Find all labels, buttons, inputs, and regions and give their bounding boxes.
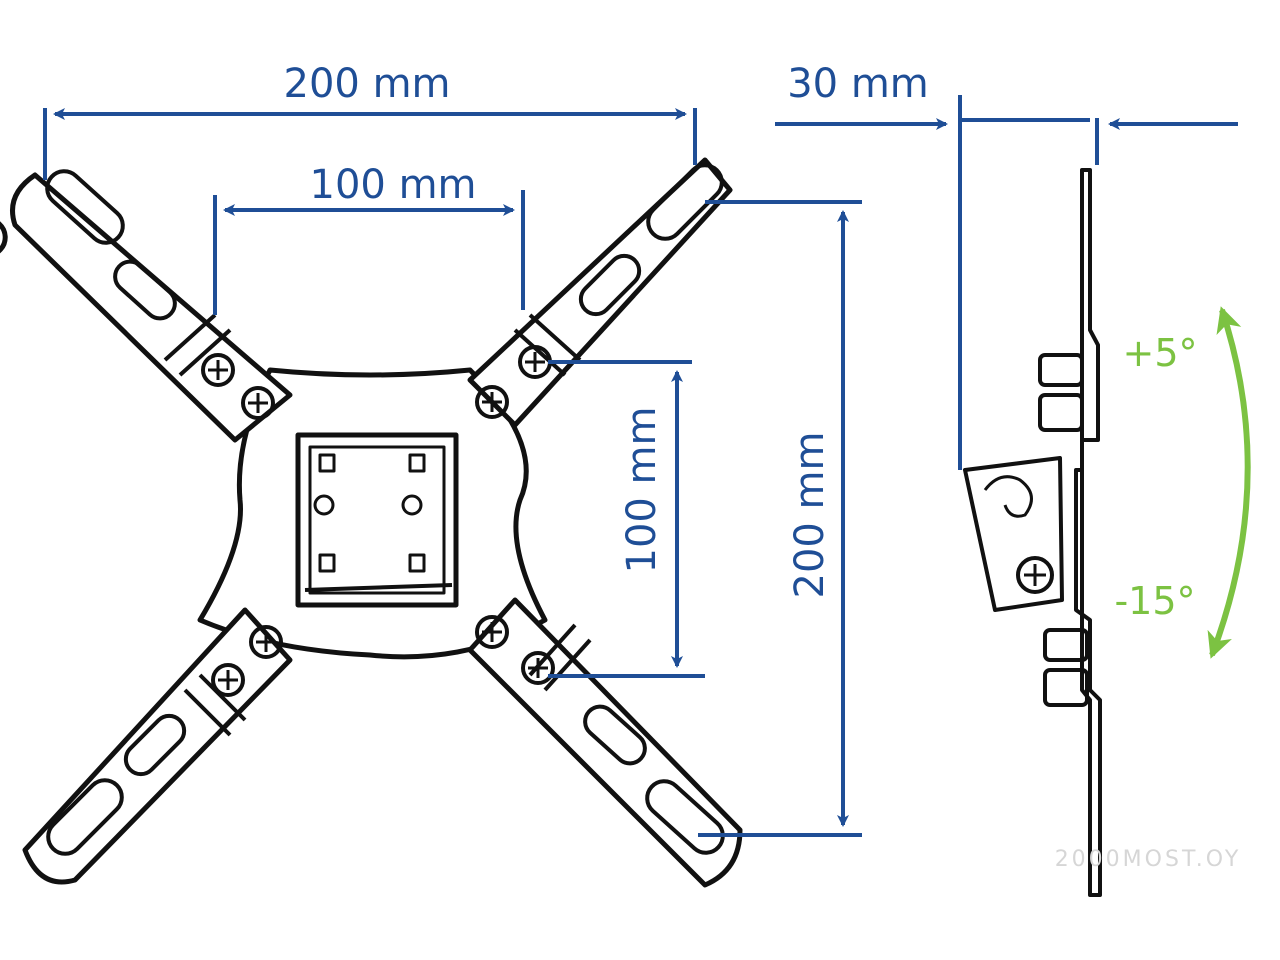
tilt-arrow bbox=[1207, 306, 1251, 659]
center-bracket bbox=[295, 432, 459, 608]
watermark: 2000MOST.OY bbox=[1055, 847, 1242, 872]
side-plate bbox=[1074, 168, 1102, 897]
mounting-plate-front-view bbox=[0, 157, 743, 888]
bolts bbox=[201, 345, 555, 697]
arm-bottom-left bbox=[22, 607, 293, 885]
arm-slots bbox=[45, 163, 725, 856]
label-inner-height: 100 mm bbox=[619, 407, 665, 574]
arm-bottom-right bbox=[467, 597, 743, 888]
label-outer-width: 200 mm bbox=[284, 61, 451, 107]
label-tilt-down: -15° bbox=[1114, 579, 1195, 623]
label-outer-height: 200 mm bbox=[787, 432, 833, 599]
arm-top-left bbox=[0, 167, 293, 443]
label-inner-width: 100 mm bbox=[310, 162, 477, 208]
arm-top-right bbox=[467, 157, 733, 428]
dimension-lines bbox=[43, 95, 1238, 837]
tilt-bracket bbox=[963, 456, 1064, 612]
label-depth: 30 mm bbox=[787, 61, 929, 107]
mount-side-view bbox=[963, 168, 1102, 897]
label-tilt-up: +5° bbox=[1122, 331, 1197, 375]
